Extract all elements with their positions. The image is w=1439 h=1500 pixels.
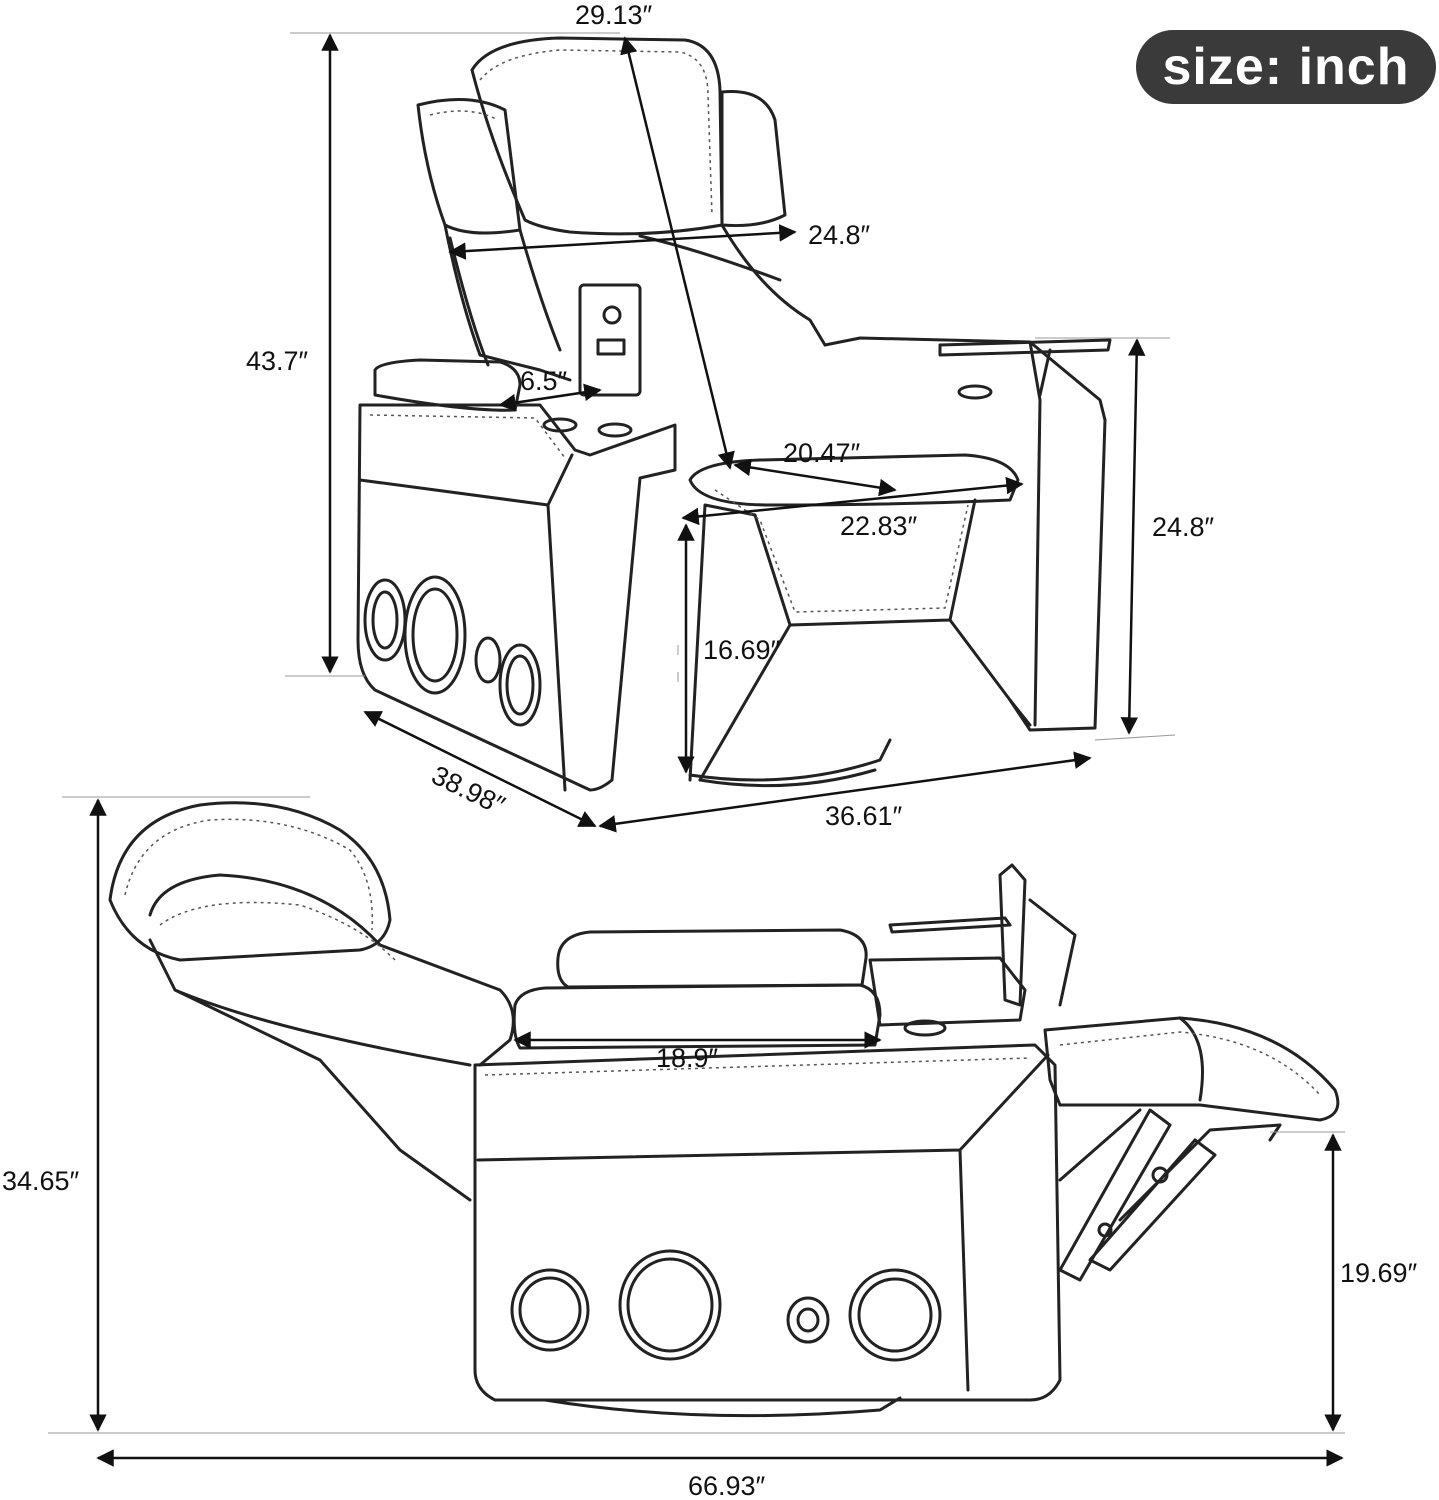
size-unit-badge: size: inch xyxy=(1136,30,1436,104)
dimline-width xyxy=(598,751,1092,833)
label-arm-height: 24.8″ xyxy=(1152,512,1215,542)
leg-rest xyxy=(688,498,1032,782)
speaker-1-inner xyxy=(371,590,399,650)
side-console xyxy=(868,956,1027,1027)
footrest xyxy=(1043,1016,1340,1122)
side-speaker-2-inner xyxy=(626,1257,714,1353)
headrest-right-pillow xyxy=(720,90,787,228)
label-seat-width: 22.83″ xyxy=(840,511,918,541)
dimline-top-depth xyxy=(620,36,735,470)
speaker-4-inner xyxy=(505,654,535,716)
label-armrest-length: 18.9″ xyxy=(656,1043,719,1073)
side-speaker-3 xyxy=(786,1296,830,1344)
label-headrest-width: 24.8″ xyxy=(808,220,871,250)
side-cup-holder xyxy=(903,1019,947,1037)
dimline-armrest-width xyxy=(498,383,602,412)
side-chair-stitching xyxy=(124,818,1321,1096)
side-tray xyxy=(888,863,1077,1007)
side-speaker-3-inner xyxy=(796,1307,820,1333)
label-armrest-width: 6.5″ xyxy=(520,366,568,396)
label-reclined-height: 34.65″ xyxy=(2,1166,80,1196)
left-arm-side xyxy=(358,453,574,792)
mechanism-pivot-2 xyxy=(1097,1222,1113,1238)
label-reclined-length: 66.93″ xyxy=(688,1471,766,1500)
reclined-headrest xyxy=(108,801,392,962)
recliner-mechanism xyxy=(1058,1108,1282,1282)
label-seat-height: 16.69″ xyxy=(703,635,781,665)
footrest-divider xyxy=(1178,1016,1204,1102)
front-chair-drawing xyxy=(356,36,1112,792)
mechanism-pivot-1 xyxy=(1151,1166,1169,1184)
upper-armrest xyxy=(556,928,868,989)
speaker-2 xyxy=(403,575,467,695)
dimline-arm-height xyxy=(1120,338,1146,735)
side-panel xyxy=(476,1053,1050,1392)
side-speaker-2 xyxy=(618,1249,722,1361)
cup-holder-left xyxy=(542,417,578,433)
side-tray xyxy=(938,338,1112,397)
left-arm-top-pad xyxy=(373,358,522,412)
control-button xyxy=(602,305,622,325)
reclined-back-body xyxy=(148,938,472,1202)
dimline-depth xyxy=(363,710,597,828)
dimension-lines xyxy=(89,33,1344,1467)
side-speaker-1 xyxy=(510,1268,590,1352)
label-total-height: 43.7″ xyxy=(246,346,309,376)
cup-holder-left-2 xyxy=(597,422,633,438)
backrest xyxy=(443,223,827,382)
label-top-depth: 29.13″ xyxy=(575,0,653,30)
dimline-headrest-width xyxy=(448,224,797,260)
headrest-left-pillow xyxy=(416,98,522,235)
speaker-3 xyxy=(474,636,502,684)
side-speaker-4-inner xyxy=(857,1277,933,1353)
lower-armrest xyxy=(512,983,882,1050)
side-swivel-base xyxy=(543,1396,902,1418)
back-left-panel xyxy=(448,236,490,367)
speaker-2-inner xyxy=(411,587,459,683)
side-speaker-1-inner xyxy=(518,1276,582,1344)
extension-lines xyxy=(48,32,1345,1434)
dimline-seat-depth xyxy=(733,458,897,497)
side-body xyxy=(473,1043,1062,1402)
label-depth: 38.98″ xyxy=(427,760,510,821)
side-speaker-4 xyxy=(848,1268,942,1362)
label-width: 36.61″ xyxy=(825,801,903,831)
label-seat-depth: 20.47″ xyxy=(783,438,861,468)
cup-holder-right xyxy=(957,384,993,400)
side-chair-drawing xyxy=(108,801,1340,1418)
right-arm xyxy=(823,336,1107,732)
reclined-back-cushion xyxy=(148,873,515,1067)
dimline-seat-width xyxy=(681,476,1024,526)
usb-ports xyxy=(596,338,626,356)
label-footrest-height: 19.69″ xyxy=(1340,1258,1418,1288)
